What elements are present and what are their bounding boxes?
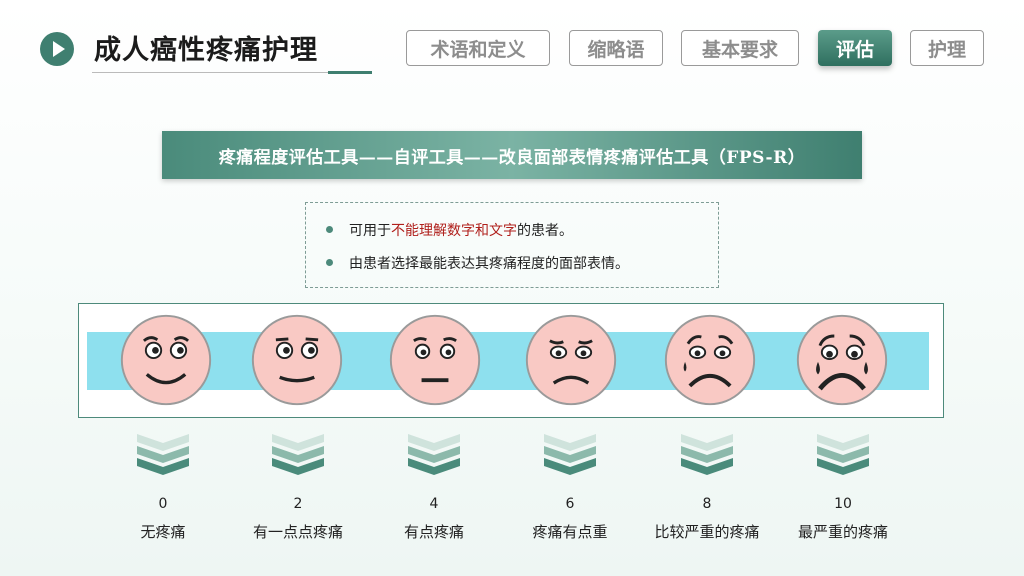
face-6-moderate-pain-icon <box>523 312 619 408</box>
chevron-down-icon <box>679 432 735 476</box>
tab-assessment[interactable]: 评估 <box>818 30 892 66</box>
pain-score-2: 2 <box>238 496 358 512</box>
face-scale-panel <box>78 303 944 418</box>
face-4-some-pain-icon <box>387 312 483 408</box>
pain-label-10: 最严重的疼痛 <box>773 521 913 542</box>
page-title: 成人癌性疼痛护理 <box>94 28 318 67</box>
note-highlight: 不能理解数字和文字 <box>391 223 517 239</box>
pain-score-6: 6 <box>510 496 630 512</box>
pain-label-0: 无疼痛 <box>93 521 233 542</box>
pain-label-2: 有一点点疼痛 <box>228 521 368 542</box>
face-0-no-pain-icon <box>118 312 214 408</box>
chevron-down-icon <box>135 432 191 476</box>
chevron-down-icon <box>815 432 871 476</box>
tab-terms-definitions[interactable]: 术语和定义 <box>406 30 550 66</box>
notes-box: 可用于不能理解数字和文字的患者。 由患者选择最能表达其疼痛程度的面部表情。 <box>305 202 719 288</box>
chevron-down-icon <box>542 432 598 476</box>
bullet-icon <box>326 226 333 233</box>
face-10-worst-pain-icon <box>794 312 890 408</box>
section-banner: 疼痛程度评估工具——自评工具——改良面部表情疼痛评估工具（FPS-R） <box>162 131 862 179</box>
pain-score-8: 8 <box>647 496 767 512</box>
face-8-severe-pain-icon <box>662 312 758 408</box>
chevron-down-icon <box>270 432 326 476</box>
tab-abbreviations[interactable]: 缩略语 <box>569 30 663 66</box>
title-underline-accent <box>328 71 372 74</box>
face-2-slight-pain-icon <box>249 312 345 408</box>
tab-nursing-care[interactable]: 护理 <box>910 30 984 66</box>
chevron-down-icon <box>406 432 462 476</box>
note-item: 可用于不能理解数字和文字的患者。 <box>326 213 718 246</box>
pain-score-4: 4 <box>374 496 494 512</box>
pain-label-6: 疼痛有点重 <box>500 521 640 542</box>
note-text: 可用于不能理解数字和文字的患者。 <box>349 220 573 240</box>
play-arrow-icon <box>40 32 74 66</box>
bullet-icon <box>326 259 333 266</box>
pain-label-8: 比较严重的疼痛 <box>637 521 777 542</box>
pain-label-4: 有点疼痛 <box>364 521 504 542</box>
tab-basic-requirements[interactable]: 基本要求 <box>681 30 799 66</box>
pain-score-0: 0 <box>103 496 223 512</box>
pain-score-10: 10 <box>783 496 903 512</box>
note-item: 由患者选择最能表达其疼痛程度的面部表情。 <box>326 246 718 279</box>
note-text: 由患者选择最能表达其疼痛程度的面部表情。 <box>349 253 629 273</box>
